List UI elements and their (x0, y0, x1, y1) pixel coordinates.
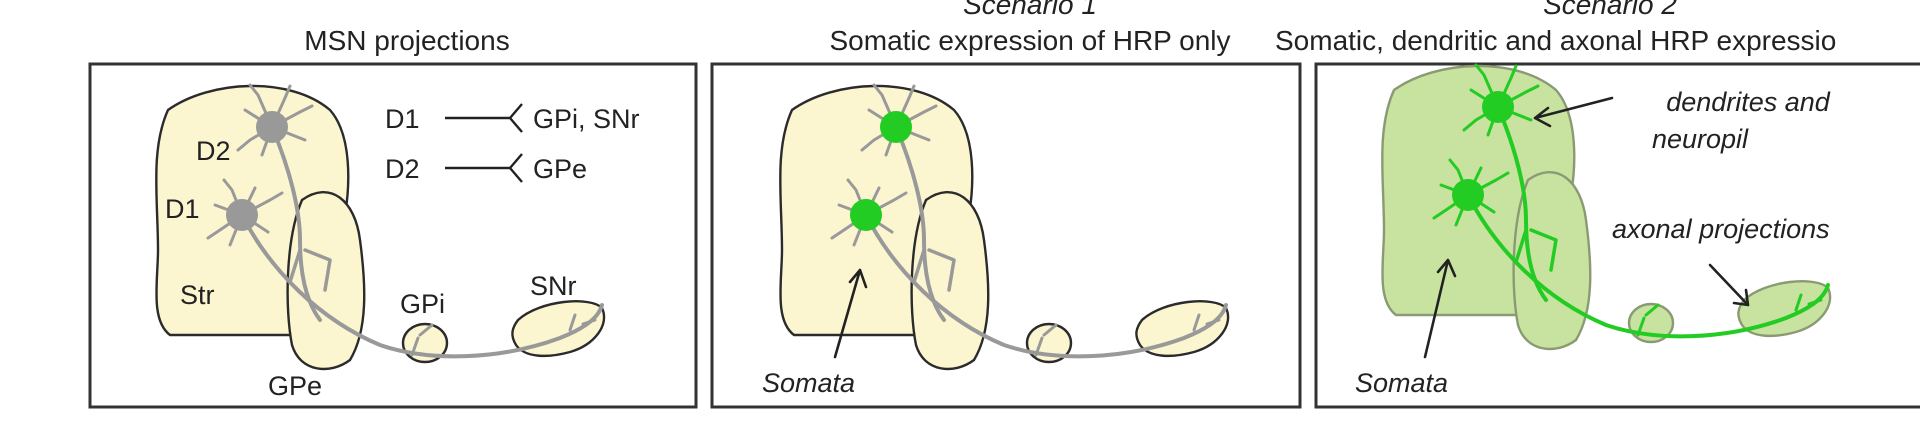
d2-label: D2 (196, 136, 231, 166)
snr-label: SNr (530, 271, 577, 301)
legend-d2-targets: GPe (533, 154, 587, 184)
d1-soma (226, 199, 258, 231)
d2-soma (256, 111, 288, 143)
axonal-projections-label: axonal projections (1612, 214, 1830, 244)
projection-legend: D1 GPi, SNr D2 GPe (385, 103, 640, 184)
panel-title: Somatic, dendritic and axonal HRP expres… (1275, 25, 1836, 56)
panel-scenario-1: Scenario 1 Somatic expression of HRP onl… (710, 0, 1302, 409)
panel-scenario-2: Scenario 2 Somatic, dendritic and axonal… (1275, 0, 1920, 409)
dendrites-label-line1: dendrites and (1666, 87, 1831, 117)
legend-d2-label: D2 (385, 154, 420, 184)
gpe-label: GPe (268, 371, 322, 401)
gpi-label: GPi (400, 289, 445, 319)
somata-arrow (1423, 258, 1457, 359)
panel-title: Somatic expression of HRP only (830, 25, 1231, 56)
dendrites-arrow (1533, 96, 1614, 128)
scenario-1-heading: Scenario 1 (963, 0, 1097, 20)
somata-label: Somata (762, 368, 855, 398)
scenario-2-heading: Scenario 2 (1543, 0, 1677, 20)
axonal-arrow (1708, 263, 1750, 307)
dendrites-label-line2: neuropil (1652, 124, 1749, 154)
legend-d1-axon (445, 103, 523, 133)
legend-d2-axon (445, 153, 523, 183)
d1-label: D1 (165, 194, 200, 224)
legend-d1-label: D1 (385, 104, 420, 134)
panel-msn-projections: MSN projections D2 D1 Str GPe GPi SNr D1… (88, 25, 698, 409)
legend-d1-targets: GPi, SNr (533, 104, 640, 134)
labeled-soma (1452, 179, 1484, 211)
somata-arrow (833, 268, 868, 359)
somata-label: Somata (1355, 368, 1448, 398)
panel-title: MSN projections (304, 25, 509, 56)
labeled-soma (1482, 91, 1514, 123)
striatum-label: Str (180, 280, 215, 310)
labeled-soma (850, 199, 882, 231)
labeled-soma (880, 111, 912, 143)
